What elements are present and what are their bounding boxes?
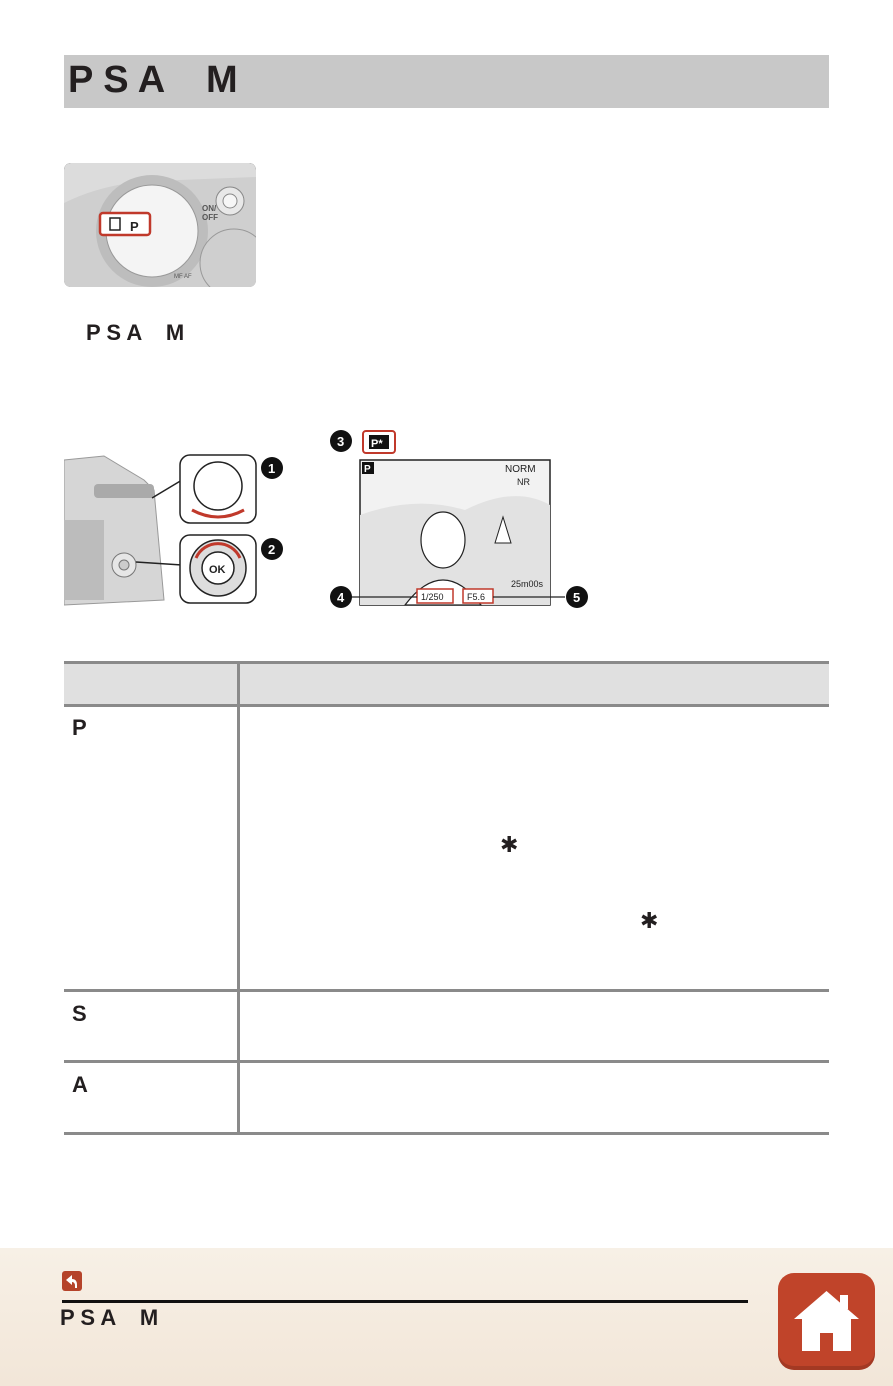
svg-text:OK: OK (209, 564, 226, 576)
flexible-program-icon: ✱ (500, 832, 519, 857)
table-row-mode-p: P (72, 715, 87, 740)
flexible-program-icon-2: ✱ (640, 908, 659, 933)
table-bottom-rule (64, 1132, 829, 1135)
control-dial-illustration: OK 1 2 (63, 450, 294, 610)
monitor-screen-illustration: 3 P* P NORM NR 25m00s 1/250 F5.6 4 5 (325, 425, 595, 620)
footer-rule (62, 1300, 748, 1303)
footer (0, 1248, 893, 1386)
table-header-rule (64, 704, 829, 707)
table-column-divider (237, 664, 240, 1135)
table-row-mode-s: S (72, 1001, 87, 1026)
table-row-rule (64, 1060, 829, 1063)
screen-quality: NORM (505, 464, 536, 475)
section-title-bar (64, 55, 829, 108)
page-title: P S A M (68, 59, 238, 101)
table-header (64, 664, 829, 704)
svg-text:OFF: OFF (202, 213, 218, 222)
mode-dial-illustration: ON/ OFF MF AF P (64, 163, 256, 287)
table-top-rule (64, 661, 829, 664)
callout-5: 5 (573, 590, 580, 605)
svg-text:MF AF: MF AF (174, 274, 192, 280)
callout-3: 3 (337, 434, 344, 449)
home-button[interactable] (778, 1273, 875, 1370)
home-icon (794, 1291, 859, 1351)
callout-1: 1 (268, 461, 275, 476)
mode-line-text: P S A M (86, 320, 185, 345)
svg-text:P: P (130, 219, 139, 234)
svg-text:ON/: ON/ (202, 204, 217, 213)
screen-remaining: 25m00s (511, 579, 544, 589)
back-icon[interactable] (62, 1271, 82, 1291)
screen-mode-letter: P (364, 464, 371, 475)
callout-2: 2 (268, 542, 275, 557)
screen-nr: NR (517, 477, 530, 487)
screen-shutter: 1/250 (421, 592, 444, 602)
callout-4: 4 (337, 590, 345, 605)
screen-aperture: F5.6 (467, 592, 485, 602)
footer-section-link[interactable]: P S A M (60, 1305, 159, 1330)
table-row-mode-a: A (72, 1072, 88, 1097)
table-row-rule (64, 989, 829, 992)
screen-mode-badge: P* (371, 438, 383, 450)
